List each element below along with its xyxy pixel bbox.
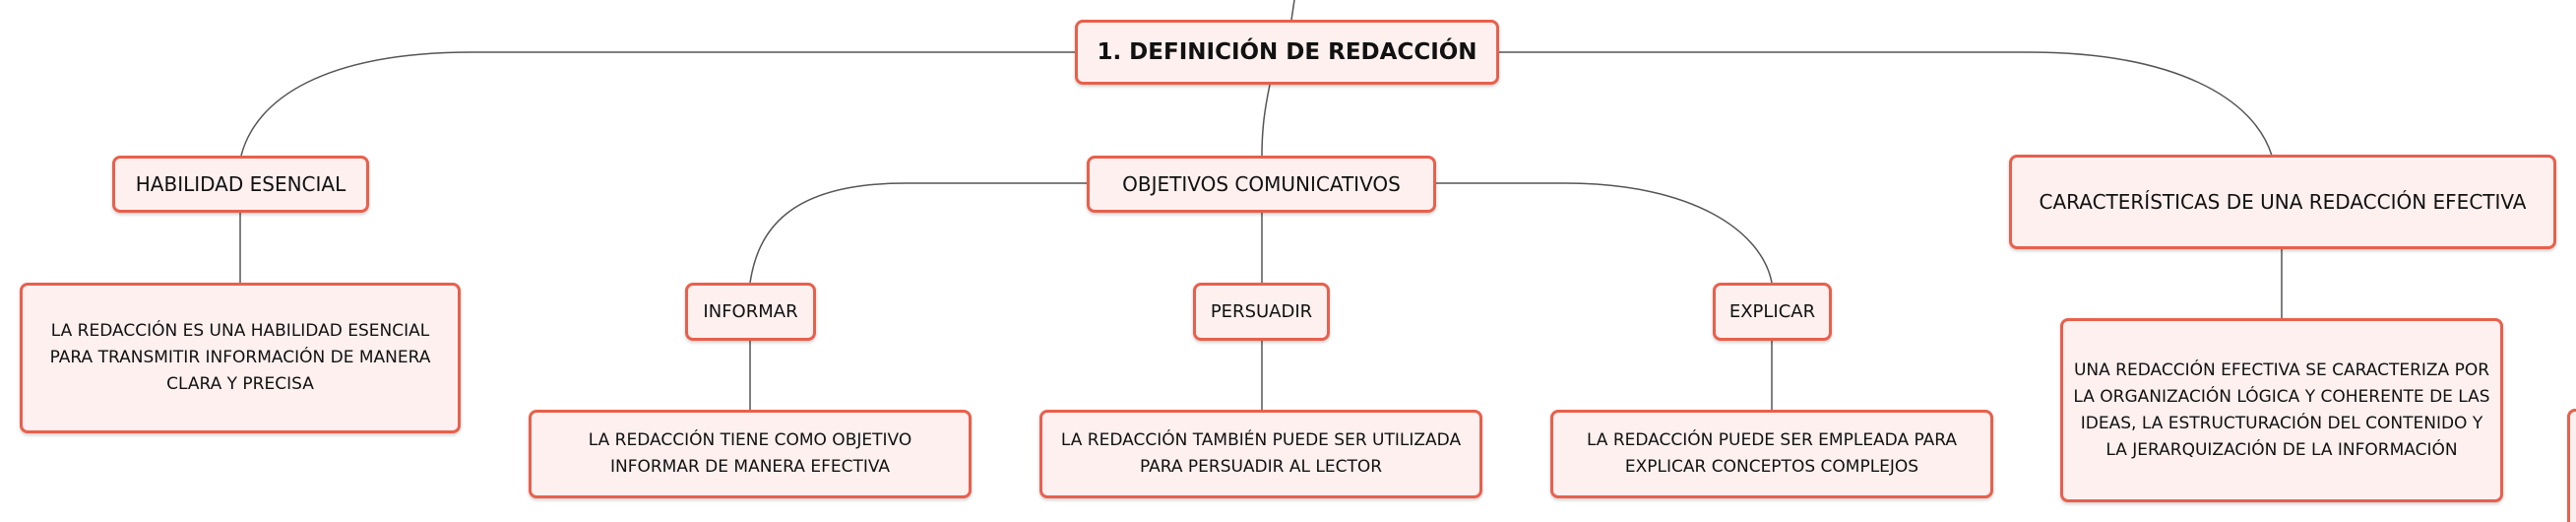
root-label: 1. DEFINICIÓN DE REDACCIÓN xyxy=(1097,39,1477,65)
connector-root-habilidad xyxy=(240,51,1075,157)
informar-node[interactable]: INFORMAR xyxy=(685,283,816,341)
caracteristicas-node[interactable]: CARACTERÍSTICAS DE UNA REDACCIÓN EFECTIV… xyxy=(2009,155,2556,249)
informar-label: INFORMAR xyxy=(703,301,798,322)
connector-parent-root xyxy=(1290,0,1295,21)
explicar-label: EXPLICAR xyxy=(1728,301,1816,322)
offscreen-node-edge xyxy=(2567,409,2576,522)
persuadir-detail-text: LA REDACCIÓN TAMBIÉN PUEDE SER UTILIZADA… xyxy=(1060,430,1462,477)
informar-detail-text: LA REDACCIÓN TIENE COMO OBJETIVO INFORMA… xyxy=(588,430,912,477)
connector-objetivos-explicar xyxy=(1435,182,1773,284)
connector-objetivos-informar xyxy=(749,182,1088,284)
root-node[interactable]: 1. DEFINICIÓN DE REDACCIÓN xyxy=(1075,20,1499,85)
persuadir-label: PERSUADIR xyxy=(1210,301,1313,322)
explicar-detail-text: LA REDACCIÓN PUEDE SER EMPLEADA PARA EXP… xyxy=(1586,430,1958,477)
objetivos-label: OBJETIVOS COMUNICATIVOS xyxy=(1122,172,1401,196)
persuadir-node[interactable]: PERSUADIR xyxy=(1193,283,1330,341)
caracteristicas-label: CARACTERÍSTICAS DE UNA REDACCIÓN EFECTIV… xyxy=(2039,190,2527,214)
caracteristicas-detail-node[interactable]: UNA REDACCIÓN EFECTIVA SE CARACTERIZA PO… xyxy=(2060,318,2503,502)
informar-detail-node[interactable]: LA REDACCIÓN TIENE COMO OBJETIVO INFORMA… xyxy=(529,410,972,498)
connector-root-objetivos xyxy=(1261,84,1271,157)
caracteristicas-detail-text: UNA REDACCIÓN EFECTIVA SE CARACTERIZA PO… xyxy=(2073,359,2490,460)
habilidad-label: HABILIDAD ESENCIAL xyxy=(135,172,346,196)
persuadir-detail-node[interactable]: LA REDACCIÓN TAMBIÉN PUEDE SER UTILIZADA… xyxy=(1039,410,1482,498)
explicar-node[interactable]: EXPLICAR xyxy=(1713,283,1832,341)
habilidad-detail-node[interactable]: LA REDACCIÓN ES UNA HABILIDAD ESENCIAL P… xyxy=(20,283,461,433)
habilidad-node[interactable]: HABILIDAD ESENCIAL xyxy=(112,156,369,213)
habilidad-detail-text: LA REDACCIÓN ES UNA HABILIDAD ESENCIAL P… xyxy=(49,321,431,394)
connector-root-caracteristicas xyxy=(1499,51,2273,157)
explicar-detail-node[interactable]: LA REDACCIÓN PUEDE SER EMPLEADA PARA EXP… xyxy=(1550,410,1993,498)
objetivos-node[interactable]: OBJETIVOS COMUNICATIVOS xyxy=(1087,156,1436,213)
